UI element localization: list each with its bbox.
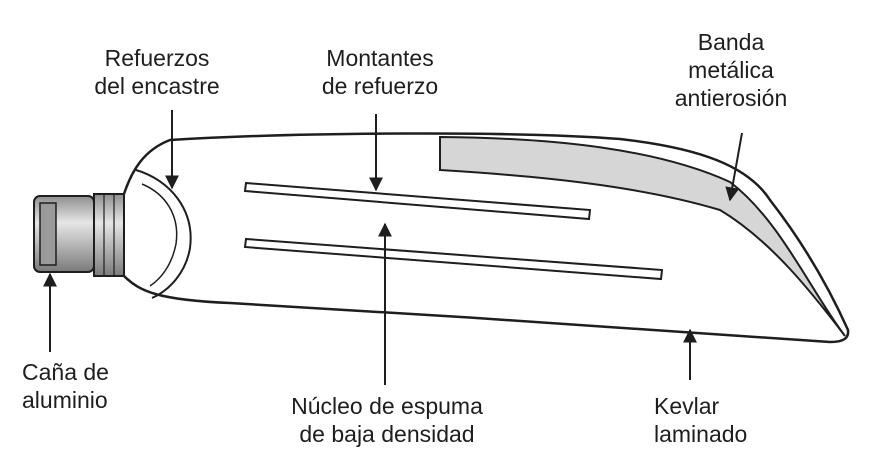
- reinforcement-strip-lower: [243, 237, 664, 281]
- label-banda-line2: metálica: [688, 57, 774, 83]
- label-nucleo-line2: de baja densidad: [299, 421, 475, 447]
- anti-erosion-band: [439, 135, 846, 337]
- label-refuerzos-encastre-line1: Refuerzos: [104, 45, 210, 71]
- blade-outline: [122, 132, 850, 344]
- label-montantes-line1: Montantes: [326, 45, 434, 71]
- label-kevlar-line1: Kevlar: [654, 393, 720, 419]
- label-refuerzos-encastre: Refuerzos del encastre: [66, 44, 248, 100]
- aluminum-tube: [33, 193, 125, 277]
- label-nucleo: Núcleo de espuma de baja densidad: [262, 392, 512, 448]
- label-montantes: Montantes de refuerzo: [296, 44, 464, 100]
- label-nucleo-line1: Núcleo de espuma: [291, 393, 483, 419]
- root-reinforcement: [135, 169, 192, 299]
- label-cana-line1: Caña de: [22, 359, 109, 385]
- root-reinforcement-inner: [141, 183, 178, 287]
- label-kevlar-line2: laminado: [654, 421, 748, 447]
- label-cana-line2: aluminio: [22, 387, 108, 413]
- label-cana: Caña de aluminio: [22, 358, 152, 414]
- label-montantes-line2: de refuerzo: [321, 73, 439, 99]
- label-banda-line3: antierosión: [674, 85, 788, 111]
- label-kevlar: Kevlar laminado: [654, 392, 774, 448]
- label-banda: Banda metálica antierosión: [652, 28, 810, 112]
- reinforcement-strip-upper: [243, 181, 592, 221]
- label-banda-line1: Banda: [697, 29, 765, 55]
- label-refuerzos-encastre-line2: del encastre: [94, 73, 220, 99]
- arrow-banda: [725, 132, 743, 202]
